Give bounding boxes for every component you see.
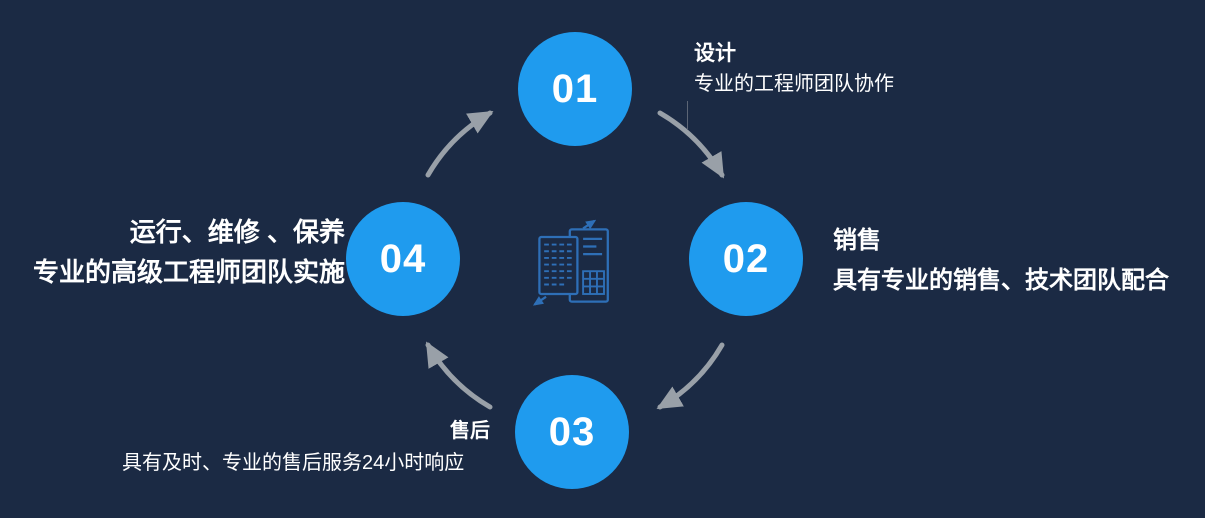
step-circle-3: 03 [515, 375, 629, 489]
arrow-step4-to-step1-icon [425, 110, 494, 178]
step-number-4: 04 [379, 236, 427, 281]
step-description-3: 具有及时、专业的售后服务24小时响应 [122, 452, 465, 474]
step-number-3: 03 [548, 409, 596, 454]
step-title-3: 售后 [450, 420, 490, 442]
step-circle-2: 02 [689, 202, 803, 316]
step-number-1: 01 [551, 66, 599, 111]
arrow-step3-to-step4-icon [425, 341, 493, 410]
arrow-step1-to-step2-icon [657, 110, 725, 179]
step-title-2: 销售 [833, 227, 881, 254]
step-label-4: 运行、维修 、保养 专业的高级工程师团队实施 [0, 216, 345, 289]
step-circle-1: 01 [518, 32, 632, 146]
step-description-4: 专业的高级工程师团队实施 [32, 257, 345, 287]
step-circle-4: 04 [346, 202, 460, 316]
step-title-1: 设计 [694, 42, 736, 65]
documents-sync-icon [528, 218, 623, 313]
label-connector-line-1 [687, 101, 688, 130]
step-description-2: 具有专业的销售、技术团队配合 [833, 267, 1169, 294]
step-title-4: 运行、维修 、保养 [129, 217, 345, 247]
arrow-step2-to-step3-icon [656, 342, 725, 410]
step-number-2: 02 [722, 236, 770, 281]
step-description-1: 专业的工程师团队协作 [694, 73, 894, 95]
